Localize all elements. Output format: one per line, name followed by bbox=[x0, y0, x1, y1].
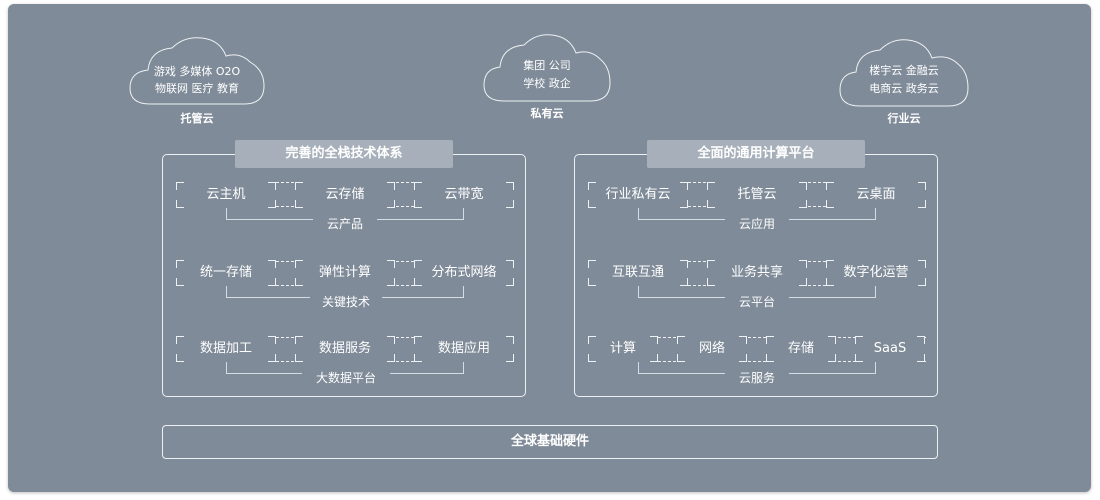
cloud-hosted-shape bbox=[129, 37, 265, 105]
cloud-caption: 私有云 bbox=[530, 107, 564, 120]
group-dash-line bbox=[588, 337, 926, 338]
cloud-line: 楼宇云 金融云 bbox=[869, 64, 939, 77]
diagram-item: 数字化运营 bbox=[826, 260, 926, 286]
diagram-item: 业务共享 bbox=[707, 260, 807, 286]
diagram-item: 统一存储 bbox=[176, 260, 276, 286]
diagram-item: 云存储 bbox=[295, 182, 395, 208]
group-label: 云产品 bbox=[313, 216, 377, 232]
panel-title: 全面的通用计算平台 bbox=[647, 140, 865, 168]
cloud-line: 游戏 多媒体 O2O bbox=[153, 65, 241, 78]
group-label: 云服务 bbox=[725, 370, 789, 386]
diagram-item: 弹性计算 bbox=[295, 260, 395, 286]
panel-title: 完善的全栈技术体系 bbox=[235, 140, 453, 168]
diagram-canvas bbox=[8, 4, 1091, 492]
diagram-item: 计算 bbox=[588, 336, 658, 362]
cloud-industry-shape bbox=[839, 39, 969, 107]
cloud-private: 集团 公司 学校 政企 私有云 bbox=[482, 33, 612, 123]
cloud-line: 学校 政企 bbox=[523, 77, 571, 90]
cloud-private-shape bbox=[483, 34, 611, 102]
cloud-line: 物联网 医疗 教育 bbox=[155, 82, 239, 95]
diagram-item: 数据应用 bbox=[414, 336, 514, 362]
diagram-item: 云主机 bbox=[176, 182, 276, 208]
group-label: 大数据平台 bbox=[302, 370, 390, 386]
group-label: 云平台 bbox=[725, 294, 789, 310]
cloud-line: 集团 公司 bbox=[523, 59, 571, 72]
diagram-item: 行业私有云 bbox=[588, 182, 688, 208]
group-dash-line bbox=[588, 361, 926, 362]
cloud-caption: 行业云 bbox=[887, 112, 921, 125]
diagram-item: SaaS bbox=[855, 336, 925, 362]
diagram-item: 数据服务 bbox=[295, 336, 395, 362]
cloud-industry: 楼宇云 金融云 电商云 政务云 行业云 bbox=[838, 38, 970, 128]
diagram-item: 云带宽 bbox=[414, 182, 514, 208]
diagram-item: 云桌面 bbox=[826, 182, 926, 208]
cloud-caption: 托管云 bbox=[180, 112, 214, 125]
group-label: 关键技术 bbox=[310, 294, 382, 310]
foundation-bar: 全球基础硬件 bbox=[162, 425, 938, 459]
cloud-line: 电商云 政务云 bbox=[869, 82, 939, 95]
cloud-hosted: 游戏 多媒体 O2O 物联网 医疗 教育 托管云 bbox=[128, 34, 266, 126]
group-label: 云应用 bbox=[725, 216, 789, 232]
diagram-item: 分布式网络 bbox=[414, 260, 514, 286]
diagram-item: 存储 bbox=[766, 336, 836, 362]
diagram-item: 数据加工 bbox=[176, 336, 276, 362]
diagram-item: 网络 bbox=[677, 336, 747, 362]
diagram-item: 托管云 bbox=[707, 182, 807, 208]
diagram-item: 互联互通 bbox=[588, 260, 688, 286]
